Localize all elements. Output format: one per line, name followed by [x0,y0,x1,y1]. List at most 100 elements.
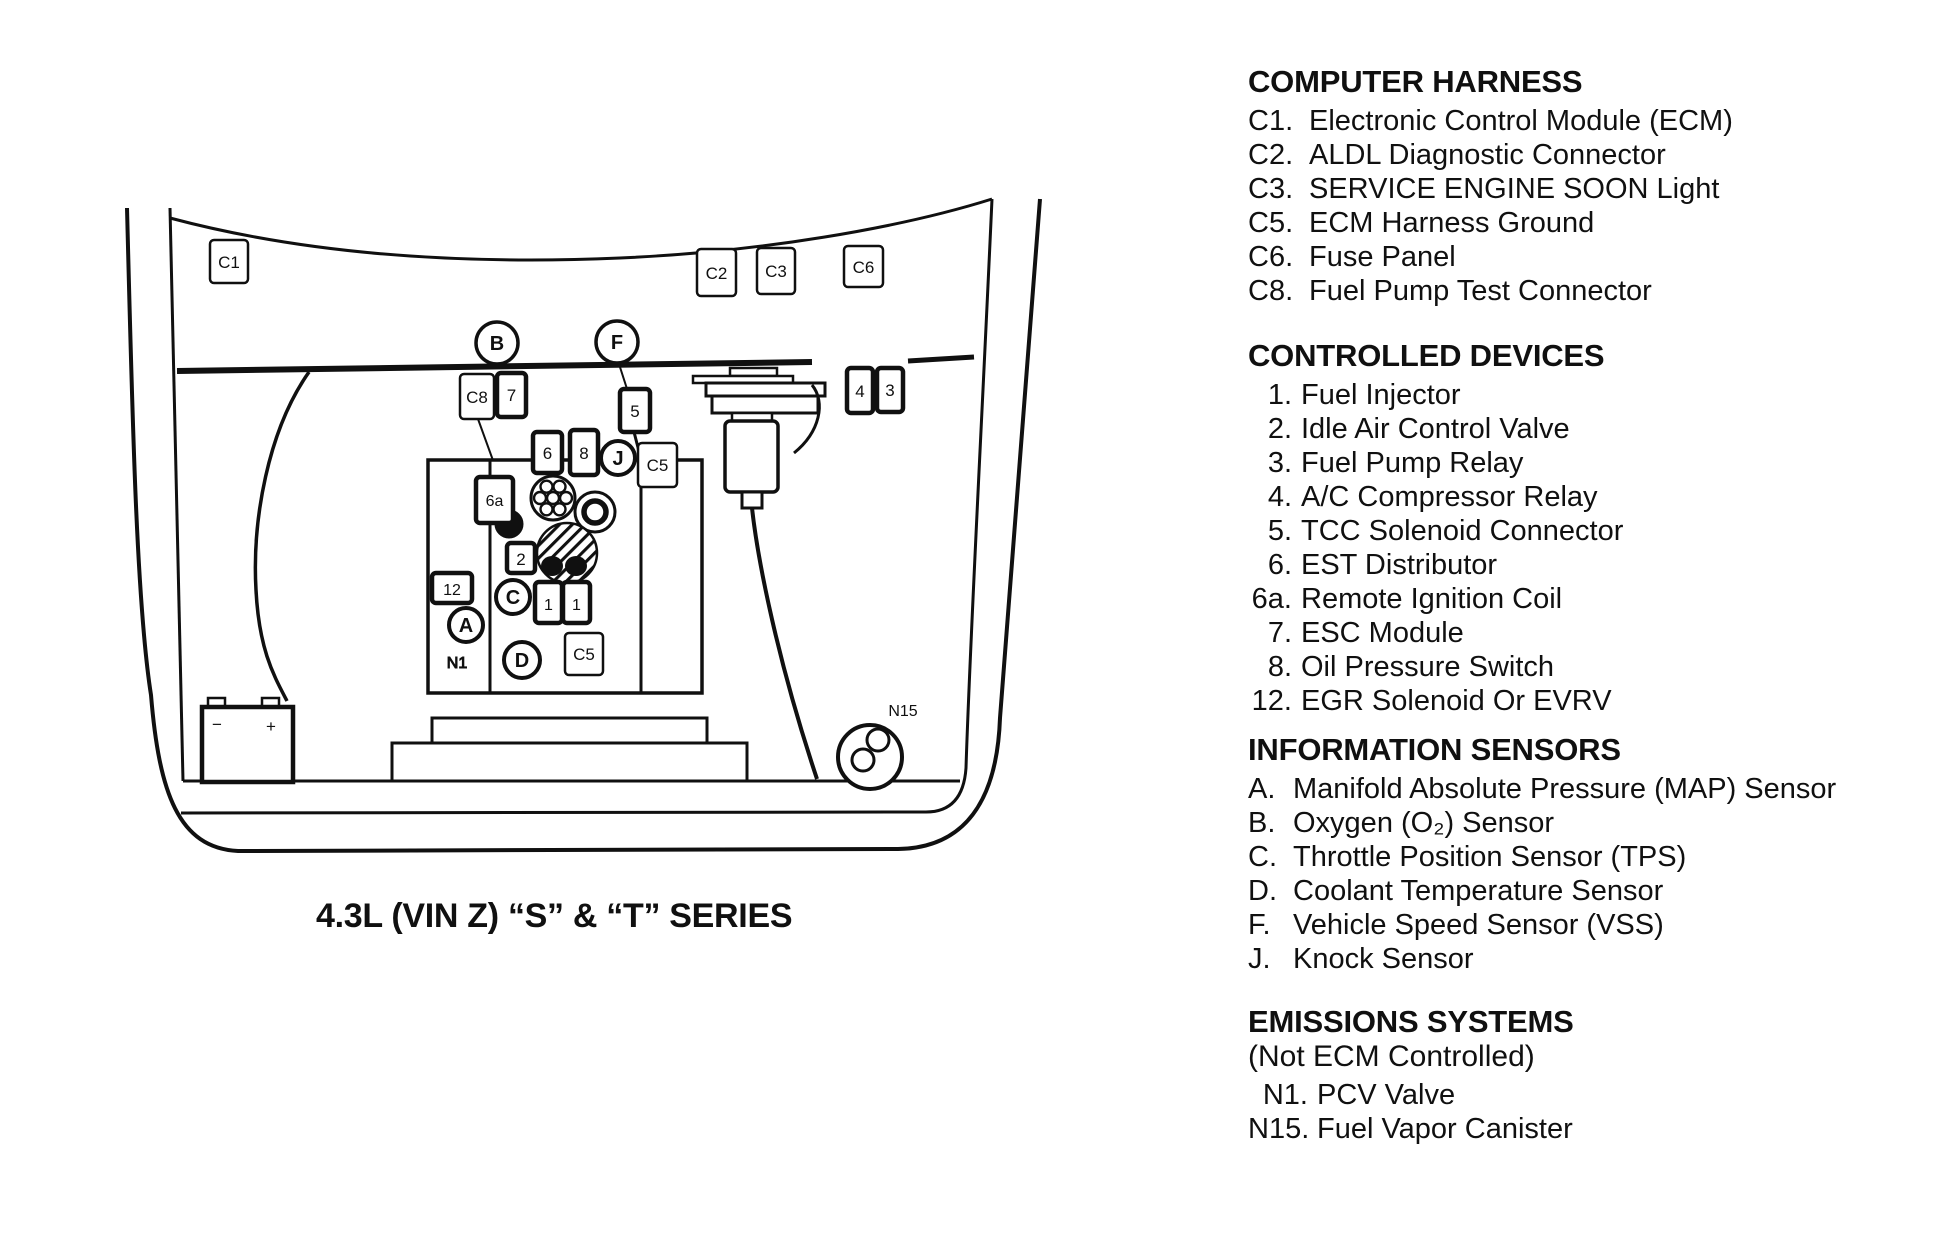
section-subtitle: (Not ECM Controlled) [1248,1040,1535,1073]
svg-text:C5: C5 [573,645,595,664]
svg-text:7: 7 [507,386,516,405]
mount-step-lower [390,741,749,783]
legend-section-computer-harness: COMPUTER HARNESS C1.Electronic Control M… [1248,64,1920,308]
svg-text:1: 1 [544,597,553,614]
legend-section-emissions-systems: EMISSIONS SYSTEMS (Not ECM Controlled) N… [1248,1004,1920,1146]
svg-text:2: 2 [516,550,525,569]
c1-box: C1 [208,238,250,285]
legend-item: N15.Fuel Vapor Canister [1248,1113,1573,1145]
mount-step-upper [430,716,709,745]
svg-text:C8: C8 [466,388,488,407]
circle-b: B [474,320,520,366]
circle-j: J [599,439,637,477]
legend-section-information-sensors: INFORMATION SENSORS A.Manifold Absolute … [1248,732,1920,976]
svg-text:C3: C3 [765,262,787,281]
battery-plus-sign: + [266,717,276,736]
legend-item: 8.Oil Pressure Switch [1267,651,1555,683]
box-1-right: 1 [560,579,593,626]
box-3: 3 [874,365,906,415]
legend-item: 4.A/C Compressor Relay [1267,481,1598,513]
legend-item: 7.ESC Module [1267,617,1464,649]
legend-item: C.Throttle Position Sensor (TPS) [1248,841,1687,873]
c8-box: C8 [458,372,496,421]
legend-item: C8.Fuel Pump Test Connector [1248,275,1652,307]
svg-text:1: 1 [572,597,581,614]
circle-f: F [594,319,640,365]
box-5: 5 [617,386,653,435]
svg-text:5: 5 [630,402,639,421]
connector-boxes: C1 C2 C3 C6 C8 C5 C5 [208,238,885,677]
circle-c: C [494,578,532,616]
svg-text:C2: C2 [706,264,728,283]
box-12: 12 [429,570,475,606]
box-8: 8 [567,427,601,478]
legend-item: 2.Idle Air Control Valve [1267,413,1570,445]
svg-text:B: B [490,333,504,355]
legend-item: 12.EGR Solenoid Or EVRV [1251,685,1612,717]
box-6a: 6a [473,474,516,526]
legend-item: J.Knock Sensor [1248,943,1474,975]
n1-label: N1 [447,655,468,672]
svg-text:C: C [506,587,520,609]
pulley-inner [581,498,609,526]
section-title: INFORMATION SENSORS [1248,732,1621,767]
c6-box: C6 [842,244,885,289]
box-1-left: 1 [532,579,565,626]
c5-top-box: C5 [636,441,679,489]
device-boxes: 7 5 4 3 6 8 6a 2 12 1 1 [429,365,906,626]
svg-text:4: 4 [855,382,864,401]
legend-item: A.Manifold Absolute Pressure (MAP) Senso… [1248,773,1837,805]
legend-item: N1.PCV Valve [1262,1079,1456,1111]
svg-text:C1: C1 [218,253,240,272]
svg-text:6: 6 [543,444,552,463]
legend-item: D.Coolant Temperature Sensor [1248,875,1664,907]
n15-label: N15 [888,703,917,720]
legend: COMPUTER HARNESS C1.Electronic Control M… [1248,64,1920,1146]
box-2: 2 [504,540,538,576]
throttle-cable [793,384,821,455]
legend-item: C2.ALDL Diagnostic Connector [1248,139,1666,171]
sensor-circles: B F J C A D N1 [446,319,640,680]
svg-text:C6: C6 [853,258,875,277]
battery: − + [199,696,296,785]
fuel-vapor-canister: N15 [836,703,918,791]
svg-text:8: 8 [579,444,588,463]
diagram-caption: 4.3L (VIN Z) “S” & “T” SERIES [316,897,793,935]
svg-text:D: D [515,650,529,672]
box-6: 6 [530,429,565,476]
svg-text:F: F [611,332,623,354]
legend-item: 6a.Remote Ignition Coil [1251,583,1563,615]
air-cleaner-assembly [691,366,827,780]
box-4: 4 [844,365,876,416]
svg-text:3: 3 [885,381,894,400]
distributor-group [494,474,617,585]
section-title: COMPUTER HARNESS [1248,64,1583,99]
circle-d: D [502,640,542,680]
legend-section-controlled-devices: CONTROLLED DEVICES 1.Fuel Injector 2.Idl… [1248,338,1920,718]
legend-item: C6.Fuse Panel [1248,241,1456,273]
legend-item: 5.TCC Solenoid Connector [1267,515,1624,547]
svg-text:A: A [459,615,473,637]
legend-item: F.Vehicle Speed Sensor (VSS) [1248,909,1664,941]
svg-text:J: J [612,448,623,470]
battery-minus-sign: − [212,715,222,734]
legend-item: C3.SERVICE ENGINE SOON Light [1248,173,1720,205]
box-7: 7 [494,370,529,420]
legend-item: B.Oxygen (O₂) Sensor [1248,807,1555,839]
legend-item: C1.Electronic Control Module (ECM) [1248,105,1733,137]
legend-item: C5.ECM Harness Ground [1248,207,1595,239]
section-title: CONTROLLED DEVICES [1248,338,1605,373]
body-outline [125,197,1042,854]
svg-text:C5: C5 [647,456,669,475]
c2-box: C2 [695,247,738,298]
harness-cable [750,507,819,780]
c3-box: C3 [755,246,797,296]
legend-item: 6.EST Distributor [1267,549,1498,581]
legend-item: 3.Fuel Pump Relay [1267,447,1524,479]
c5-bottom-box: C5 [563,631,605,677]
section-title: EMISSIONS SYSTEMS [1248,1004,1574,1039]
svg-text:6a: 6a [486,493,504,510]
circle-a: A [447,606,485,644]
